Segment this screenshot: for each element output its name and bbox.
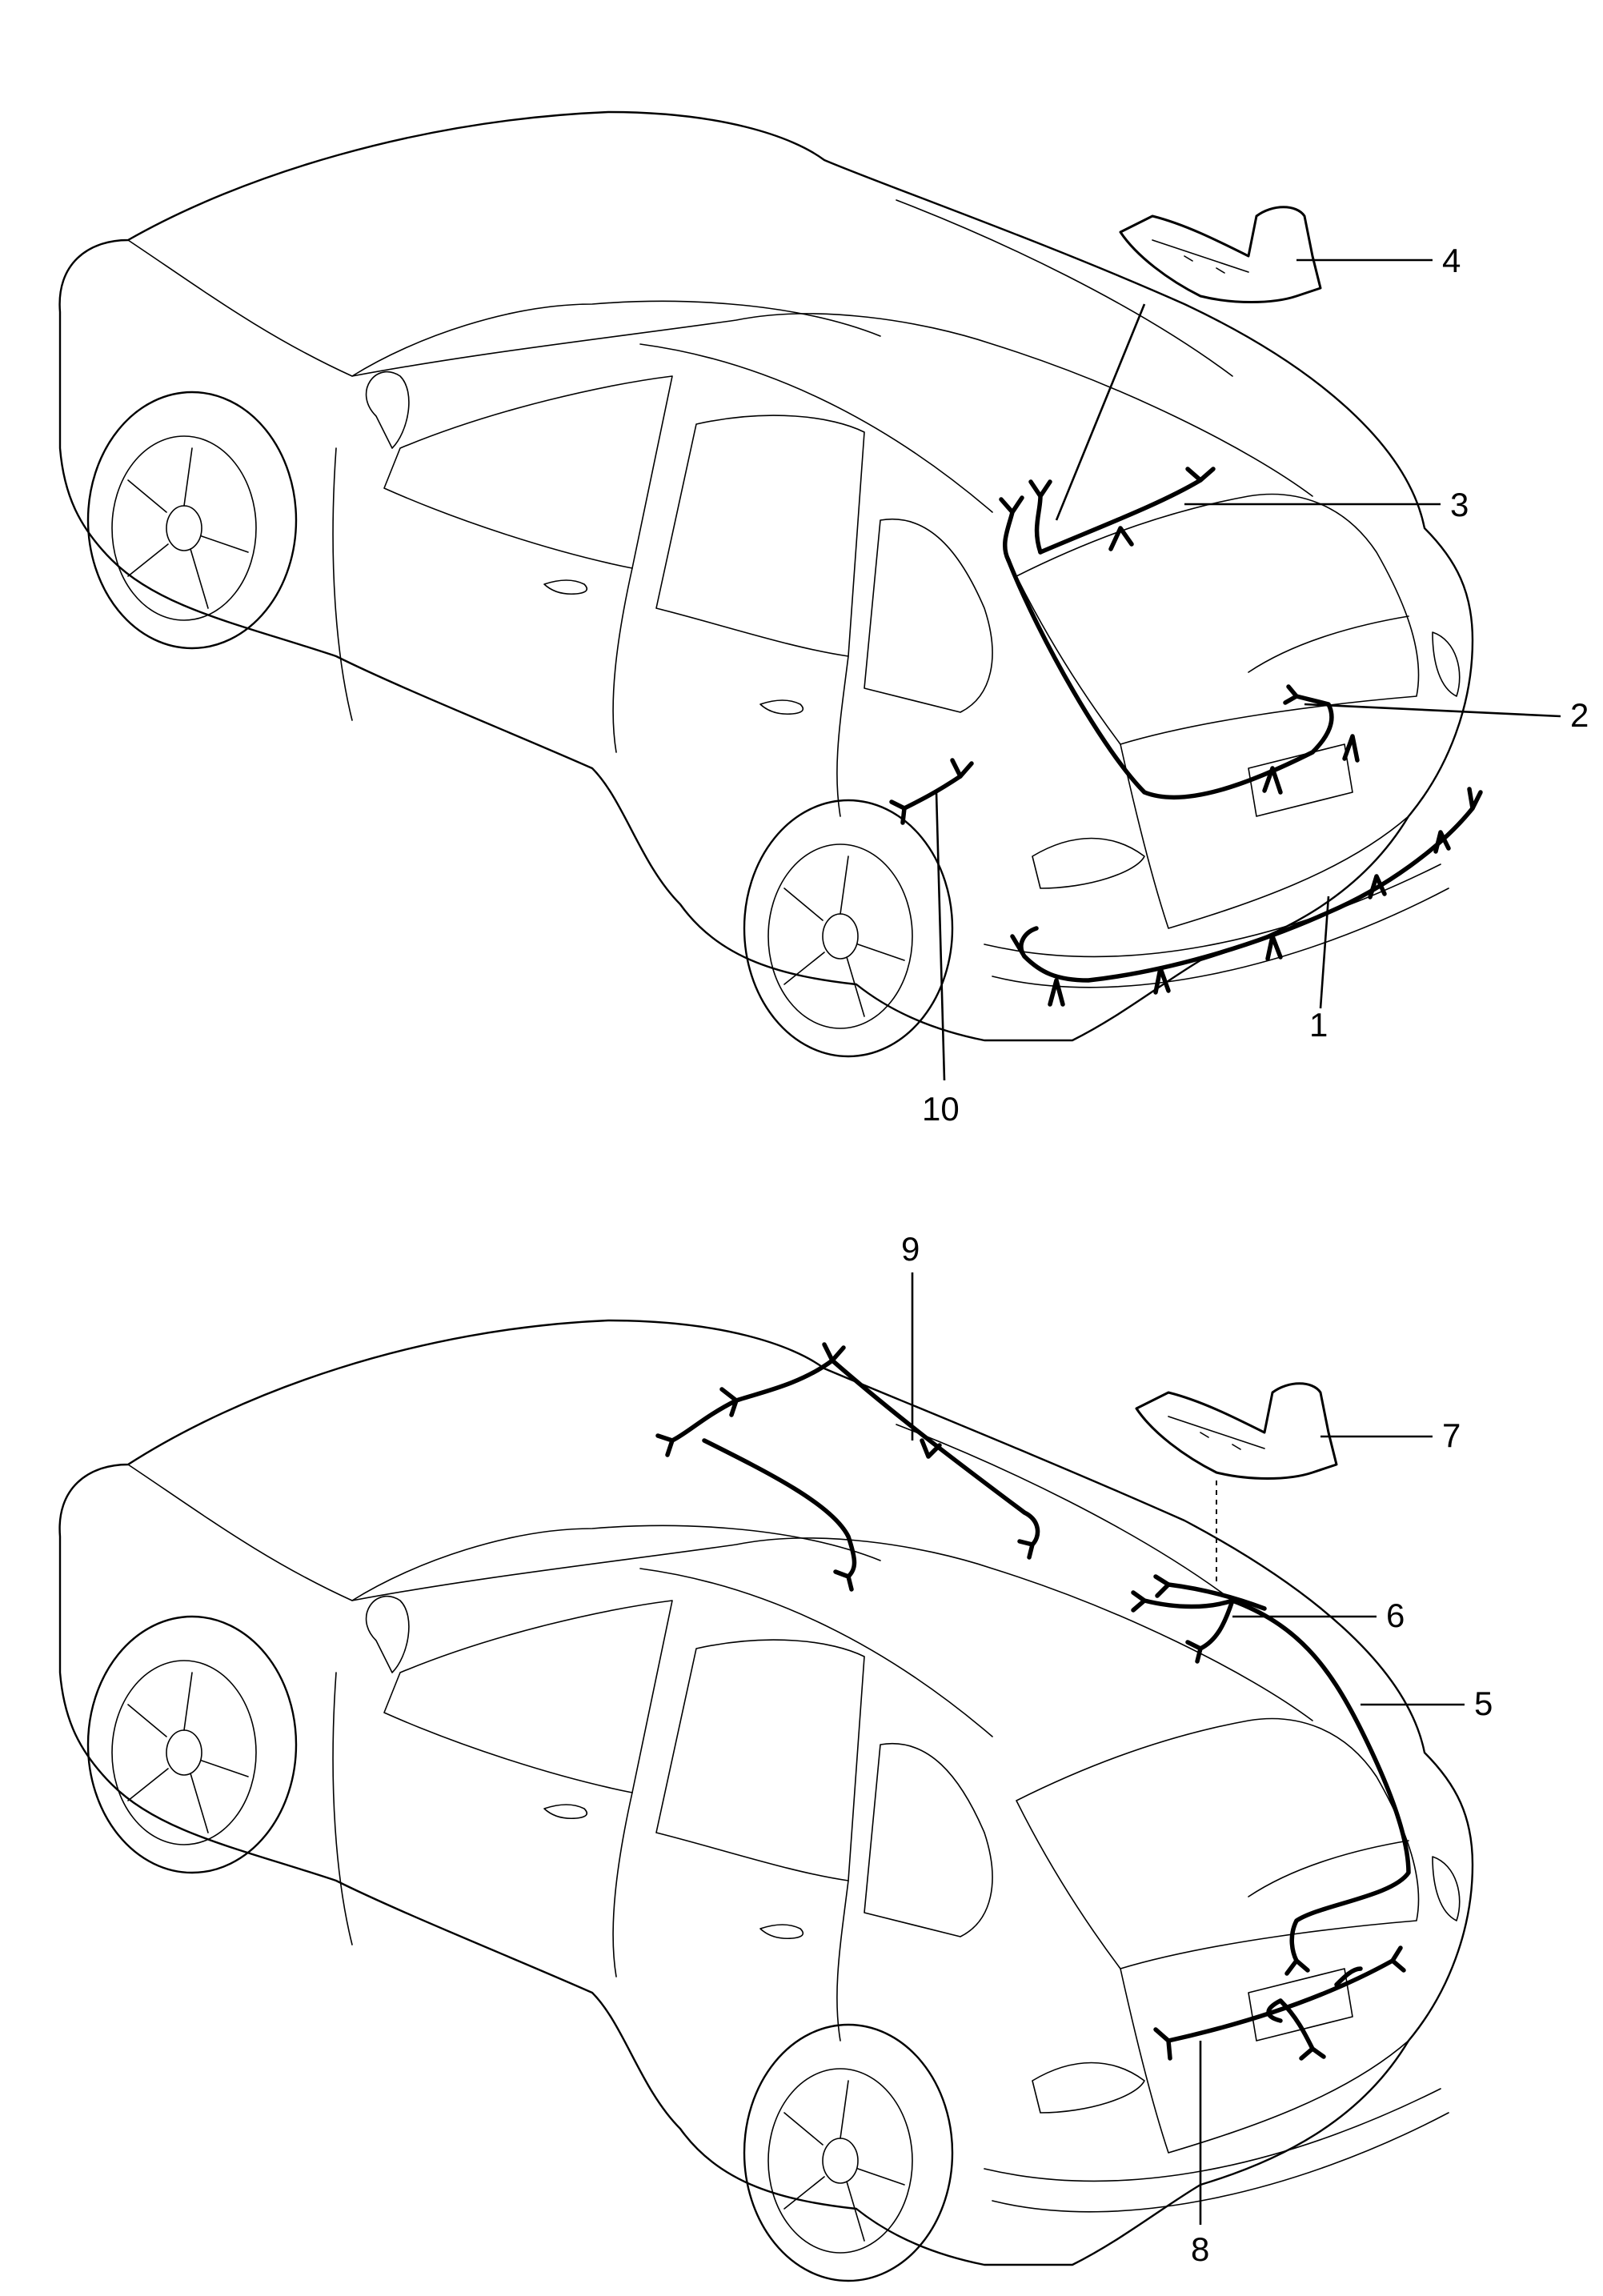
callout-10: 10: [922, 1090, 960, 1128]
vehicle-top-view-lower: [58, 1319, 1474, 2282]
harness-roof-item-9: [655, 1342, 1040, 1592]
cover-panel-item-4: [1119, 206, 1322, 303]
harness-tailgate-item-5: [1230, 1598, 1411, 1976]
rear-wheel-top: [743, 799, 954, 1058]
cover-panel-item-7: [1135, 1382, 1338, 1480]
callout-1: 1: [1309, 1006, 1328, 1044]
harness-tailgate-item-2: [1006, 558, 1360, 799]
harness-roof-item-3: [999, 467, 1216, 563]
leader-lines-top: [935, 258, 1561, 1081]
rear-wheel-bottom: [743, 2023, 954, 2282]
callout-9: 9: [901, 1230, 920, 1268]
vehicle-top-view-upper: [58, 110, 1474, 1058]
callout-8: 8: [1191, 2230, 1209, 2268]
callout-6: 6: [1386, 1597, 1405, 1634]
harness-tailgate-lower-item-8: [1153, 1945, 1406, 2061]
callout-3: 3: [1450, 486, 1469, 523]
callout-7: 7: [1442, 1416, 1461, 1454]
harness-c-pillar-item-10: [889, 758, 974, 825]
callout-labels: 1 2 3 4 10 9 7 6 5 8: [901, 242, 1589, 2268]
leader-lines-bottom: [911, 1272, 1465, 2225]
front-wheel-bottom: [86, 1615, 298, 1874]
harness-rear-bumper-item-1: [1010, 787, 1483, 1007]
callout-2: 2: [1570, 696, 1589, 734]
front-wheel-top: [86, 391, 298, 650]
callout-5: 5: [1474, 1685, 1493, 1722]
harness-roof-item-6: [1131, 1574, 1267, 1664]
callout-4: 4: [1442, 242, 1461, 279]
